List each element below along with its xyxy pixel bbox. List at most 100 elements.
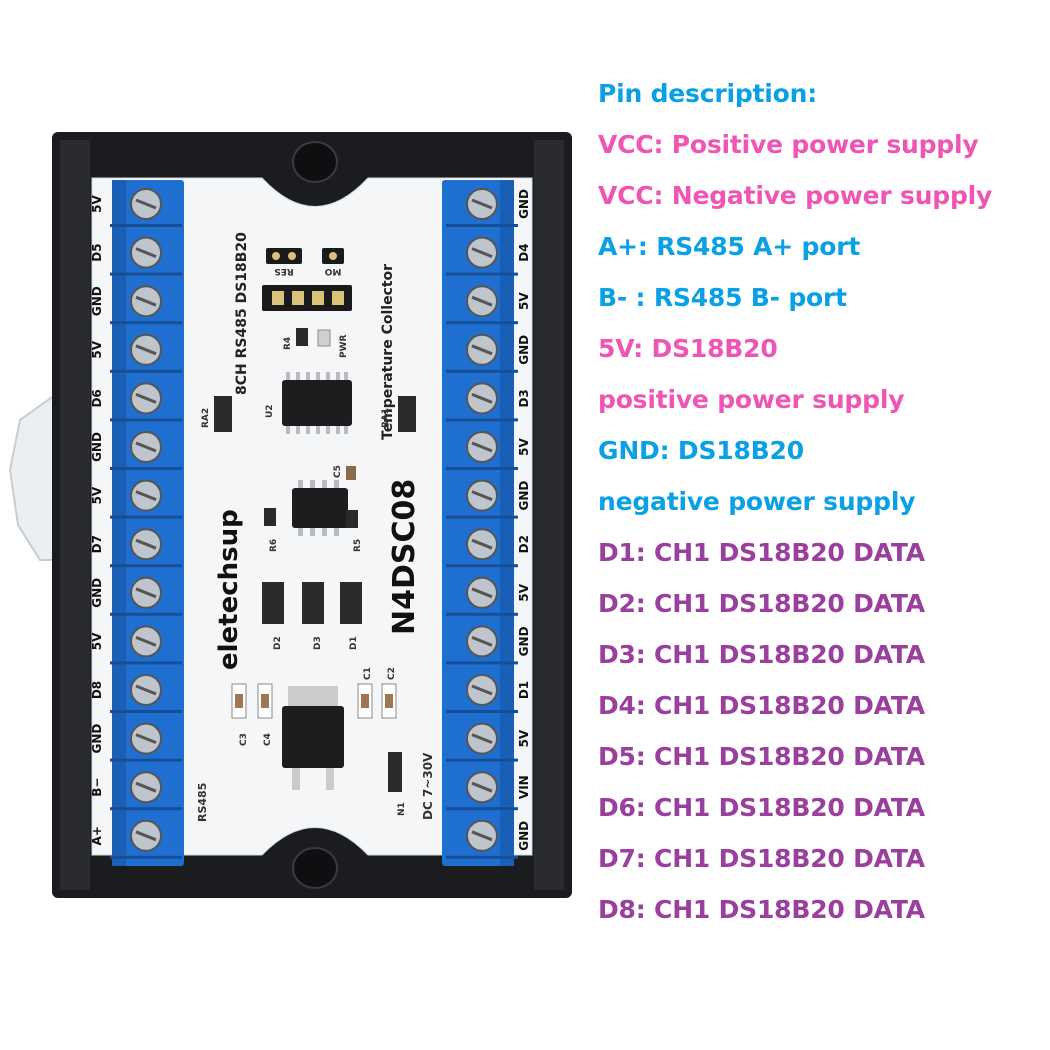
capacitor-c4: [257, 683, 273, 719]
pin-label: GND: [90, 724, 104, 754]
label-c5: C5: [333, 465, 343, 478]
terminal-divider: [446, 710, 518, 713]
capacitor-c5: [346, 466, 356, 480]
pin-label: D3: [517, 389, 531, 407]
header-res-mo: RES MO: [262, 248, 352, 311]
terminal-divider: [446, 418, 518, 422]
screw-slot: [471, 587, 493, 599]
pin-description-line: positive power supply: [598, 385, 905, 414]
terminal-block-left: [110, 180, 184, 866]
brand-label: eletechsup: [214, 509, 244, 670]
terminal-divider: [446, 807, 518, 811]
screw-slot: [471, 247, 493, 258]
screw-slot: [471, 830, 493, 842]
label-r6: R6: [269, 539, 279, 552]
pin-description-line: A+: RS485 A+ port: [598, 232, 861, 261]
resistor-array-ra1: [398, 396, 416, 432]
pin-label: GND: [90, 578, 104, 608]
screw-slot: [135, 198, 157, 210]
din-rail-clip: [8, 393, 56, 561]
terminal-divider: [446, 612, 518, 616]
terminal-divider: [110, 224, 182, 227]
label-r4: R4: [283, 337, 293, 350]
label-n1: N1: [397, 802, 407, 816]
diode-n1: [388, 752, 402, 792]
terminal-divider: [446, 369, 518, 373]
pin-description-line: B- : RS485 B- port: [598, 283, 847, 312]
pin-description-line: D5: CH1 DS18B20 DATA: [598, 742, 925, 771]
board-title-1: 8CH RS485 DS18B20: [234, 232, 250, 395]
pin-label: D6: [90, 389, 104, 407]
screw-slot: [471, 733, 493, 744]
terminal-divider: [446, 855, 518, 859]
terminal-divider: [110, 710, 182, 713]
screw-slot: [471, 344, 493, 356]
terminal-divider: [446, 758, 518, 762]
screw-slot: [471, 636, 493, 647]
pin-label: 5V: [517, 292, 531, 310]
pin-description-title: Pin description:: [598, 79, 818, 108]
power-label: DC 7~30V: [421, 752, 435, 820]
pin-label: 5V: [517, 729, 531, 747]
terminal-divider: [110, 661, 182, 665]
pin-label: 5V: [90, 486, 104, 504]
pin-label: GND: [90, 286, 104, 316]
terminal-divider: [110, 467, 182, 470]
terminal-divider: [446, 515, 518, 519]
label-res: RES: [274, 266, 294, 276]
screw-slot: [135, 538, 157, 550]
label-d3: D3: [313, 636, 323, 650]
terminal-divider: [446, 321, 518, 325]
resistor-array-ra2: [214, 396, 232, 432]
capacitor-c1: [357, 683, 373, 719]
pin-description-line: negative power supply: [598, 487, 916, 516]
terminal-divider: [110, 321, 182, 325]
screw-slot: [135, 441, 157, 453]
rs485-label: RS485: [196, 783, 209, 822]
terminal-divider: [446, 272, 518, 276]
screw-slot: [135, 247, 157, 258]
pin-description-line: D6: CH1 DS18B20 DATA: [598, 793, 925, 822]
pin-label: D5: [90, 243, 104, 261]
screw-slot: [135, 636, 157, 647]
resistor-r4: [296, 328, 308, 346]
enclosure-frame-right: [534, 140, 564, 890]
pin-description-line: D8: CH1 DS18B20 DATA: [598, 895, 925, 924]
screw-slot: [471, 295, 493, 307]
pin-label: B−: [90, 778, 104, 797]
pin-label: 5V: [90, 340, 104, 358]
label-c1: C1: [363, 667, 373, 680]
pin-label: GND: [517, 335, 531, 365]
terminal-divider: [110, 418, 182, 422]
pin-description-line: GND: DS18B20: [598, 436, 804, 465]
screw-slot: [471, 198, 493, 210]
terminal-divider: [110, 855, 182, 859]
pin-label: D1: [517, 681, 531, 699]
diode-d1: [340, 582, 362, 624]
mount-hole-bottom: [292, 847, 338, 889]
pin-label: GND: [90, 432, 104, 462]
diode-d2: [262, 582, 284, 624]
pin-label: GND: [517, 626, 531, 656]
mount-hole-top: [292, 141, 338, 183]
capacitor-c3: [231, 683, 247, 719]
label-ra2: RA2: [201, 408, 211, 428]
screw-slot: [471, 393, 493, 404]
label-r5: R5: [353, 539, 363, 552]
label-c3: C3: [239, 733, 249, 746]
terminal-divider: [110, 564, 182, 568]
terminal-divider: [446, 564, 518, 568]
pin-label: 5V: [517, 583, 531, 601]
pin-description-line: VCC: Positive power supply: [598, 130, 979, 159]
model-label: N4DSC08: [387, 479, 422, 635]
label-u2: U2: [265, 404, 275, 418]
pin-label: D8: [90, 681, 104, 699]
label-ra1: RA1: [381, 408, 391, 428]
resistor-r6: [264, 508, 276, 526]
label-c4: C4: [263, 733, 273, 746]
pin-label: GND: [517, 189, 531, 219]
